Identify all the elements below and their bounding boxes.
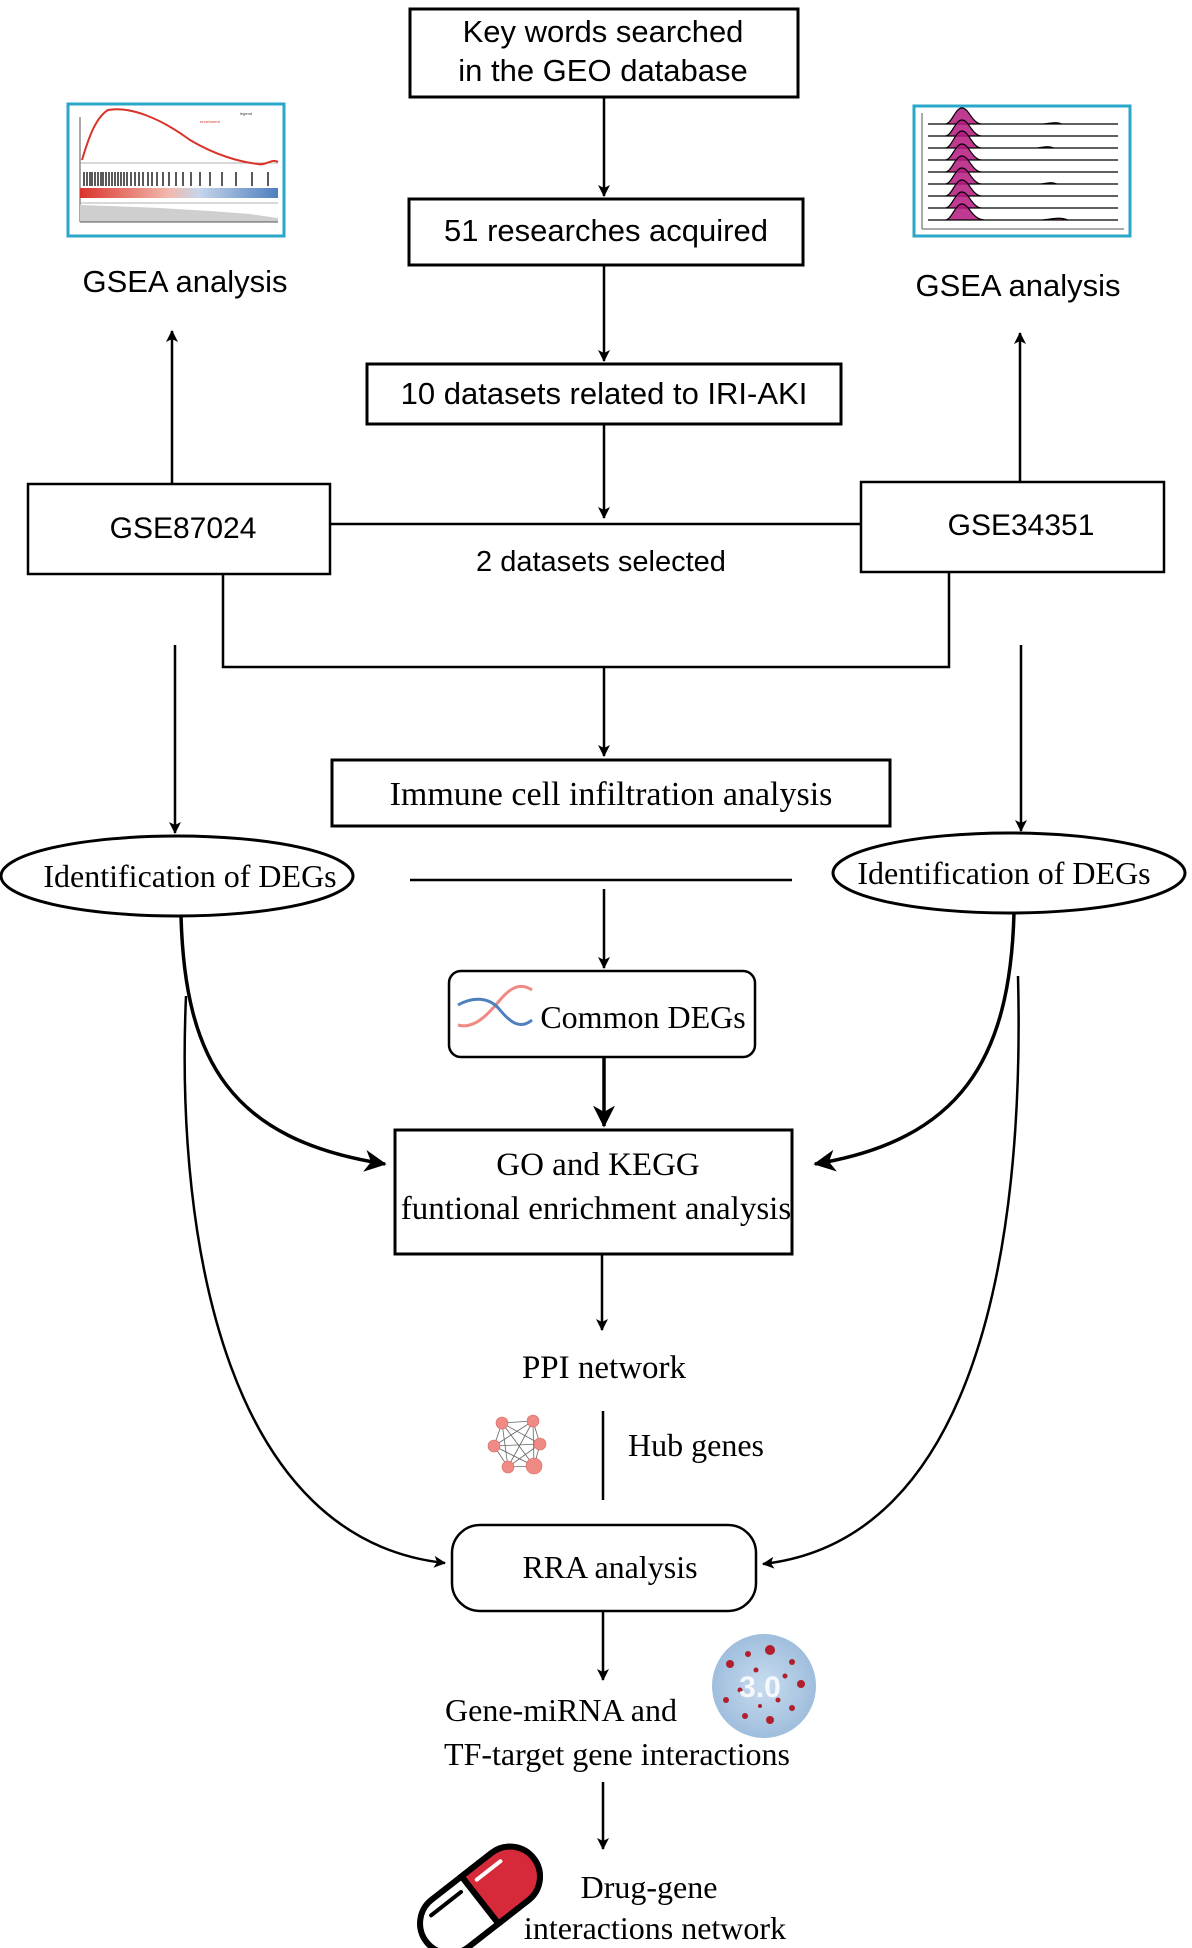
svg-text:enrichment: enrichment [200, 119, 221, 124]
rra-analysis-box: RRA analysis [450, 1523, 758, 1613]
gse34351-box: GSE34351 [859, 480, 1166, 574]
gene-mirna-line2: TF-target gene interactions [444, 1736, 790, 1772]
capsule-pill-icon [417, 1843, 543, 1948]
gene-mirna-line1: Gene-miRNA and [445, 1692, 677, 1728]
researches-box: 51 researches acquired [407, 197, 805, 267]
gsea-enrichment-plot-icon: legend enrichment [66, 102, 286, 238]
degs-right-ellipse: Identification of DEGs [831, 831, 1187, 915]
go-kegg-line2: funtional enrichment analysis [401, 1191, 791, 1227]
immune-infiltration-label: Immune cell infiltration analysis [390, 776, 833, 813]
dna-helix-icon [457, 984, 533, 1028]
common-degs-box: Common DEGs [447, 969, 757, 1059]
rra-analysis-label: RRA analysis [522, 1549, 697, 1585]
common-degs-label: Common DEGs [540, 999, 745, 1035]
network-badge-icon: 3.0 [712, 1634, 816, 1738]
degs-left-ellipse: Identification of DEGs [0, 834, 355, 918]
go-kegg-line1: GO and KEGG [496, 1147, 699, 1183]
researches-label: 51 researches acquired [444, 213, 768, 248]
ppi-network-icon [487, 1414, 547, 1475]
svg-text:legend: legend [240, 111, 252, 116]
datasets-selected-label: 2 datasets selected [476, 546, 726, 578]
gsea-left-label: GSEA analysis [82, 264, 287, 299]
drug-gene-line1: Drug-gene [581, 1869, 718, 1905]
gse87024-box: GSE87024 [26, 482, 332, 576]
geo-search-line1: Key words searched [463, 14, 744, 49]
gse87024-label: GSE87024 [110, 512, 257, 545]
ridge-plot-icon [912, 104, 1132, 238]
drug-gene-line2: interactions network [524, 1910, 786, 1946]
datasets-box: 10 datasets related to IRI-AKI [365, 362, 843, 426]
degs-right-label: Identification of DEGs [857, 855, 1150, 891]
badge-label: 3.0 [739, 1671, 781, 1704]
degs-left-label: Identification of DEGs [43, 858, 336, 894]
ppi-network-label: PPI network [522, 1350, 687, 1386]
geo-search-line2: in the GEO database [458, 53, 748, 88]
connector-to-immune [221, 572, 951, 669]
hub-genes-label: Hub genes [628, 1427, 764, 1463]
arrow-degs-left-to-rra [183, 995, 446, 1568]
immune-infiltration-box: Immune cell infiltration analysis [330, 758, 892, 828]
arrow-degs-right-to-go-kegg [813, 912, 1016, 1172]
arrow-degs-right-to-rra [762, 975, 1020, 1569]
go-kegg-box: GO and KEGG funtional enrichment analysi… [393, 1128, 794, 1256]
arrow-degs-left-to-go-kegg [179, 915, 387, 1172]
gse34351-label: GSE34351 [948, 509, 1095, 542]
geo-search-box: Key words searched in the GEO database [408, 7, 800, 99]
datasets-label: 10 datasets related to IRI-AKI [401, 376, 808, 411]
gsea-right-label: GSEA analysis [915, 268, 1120, 303]
